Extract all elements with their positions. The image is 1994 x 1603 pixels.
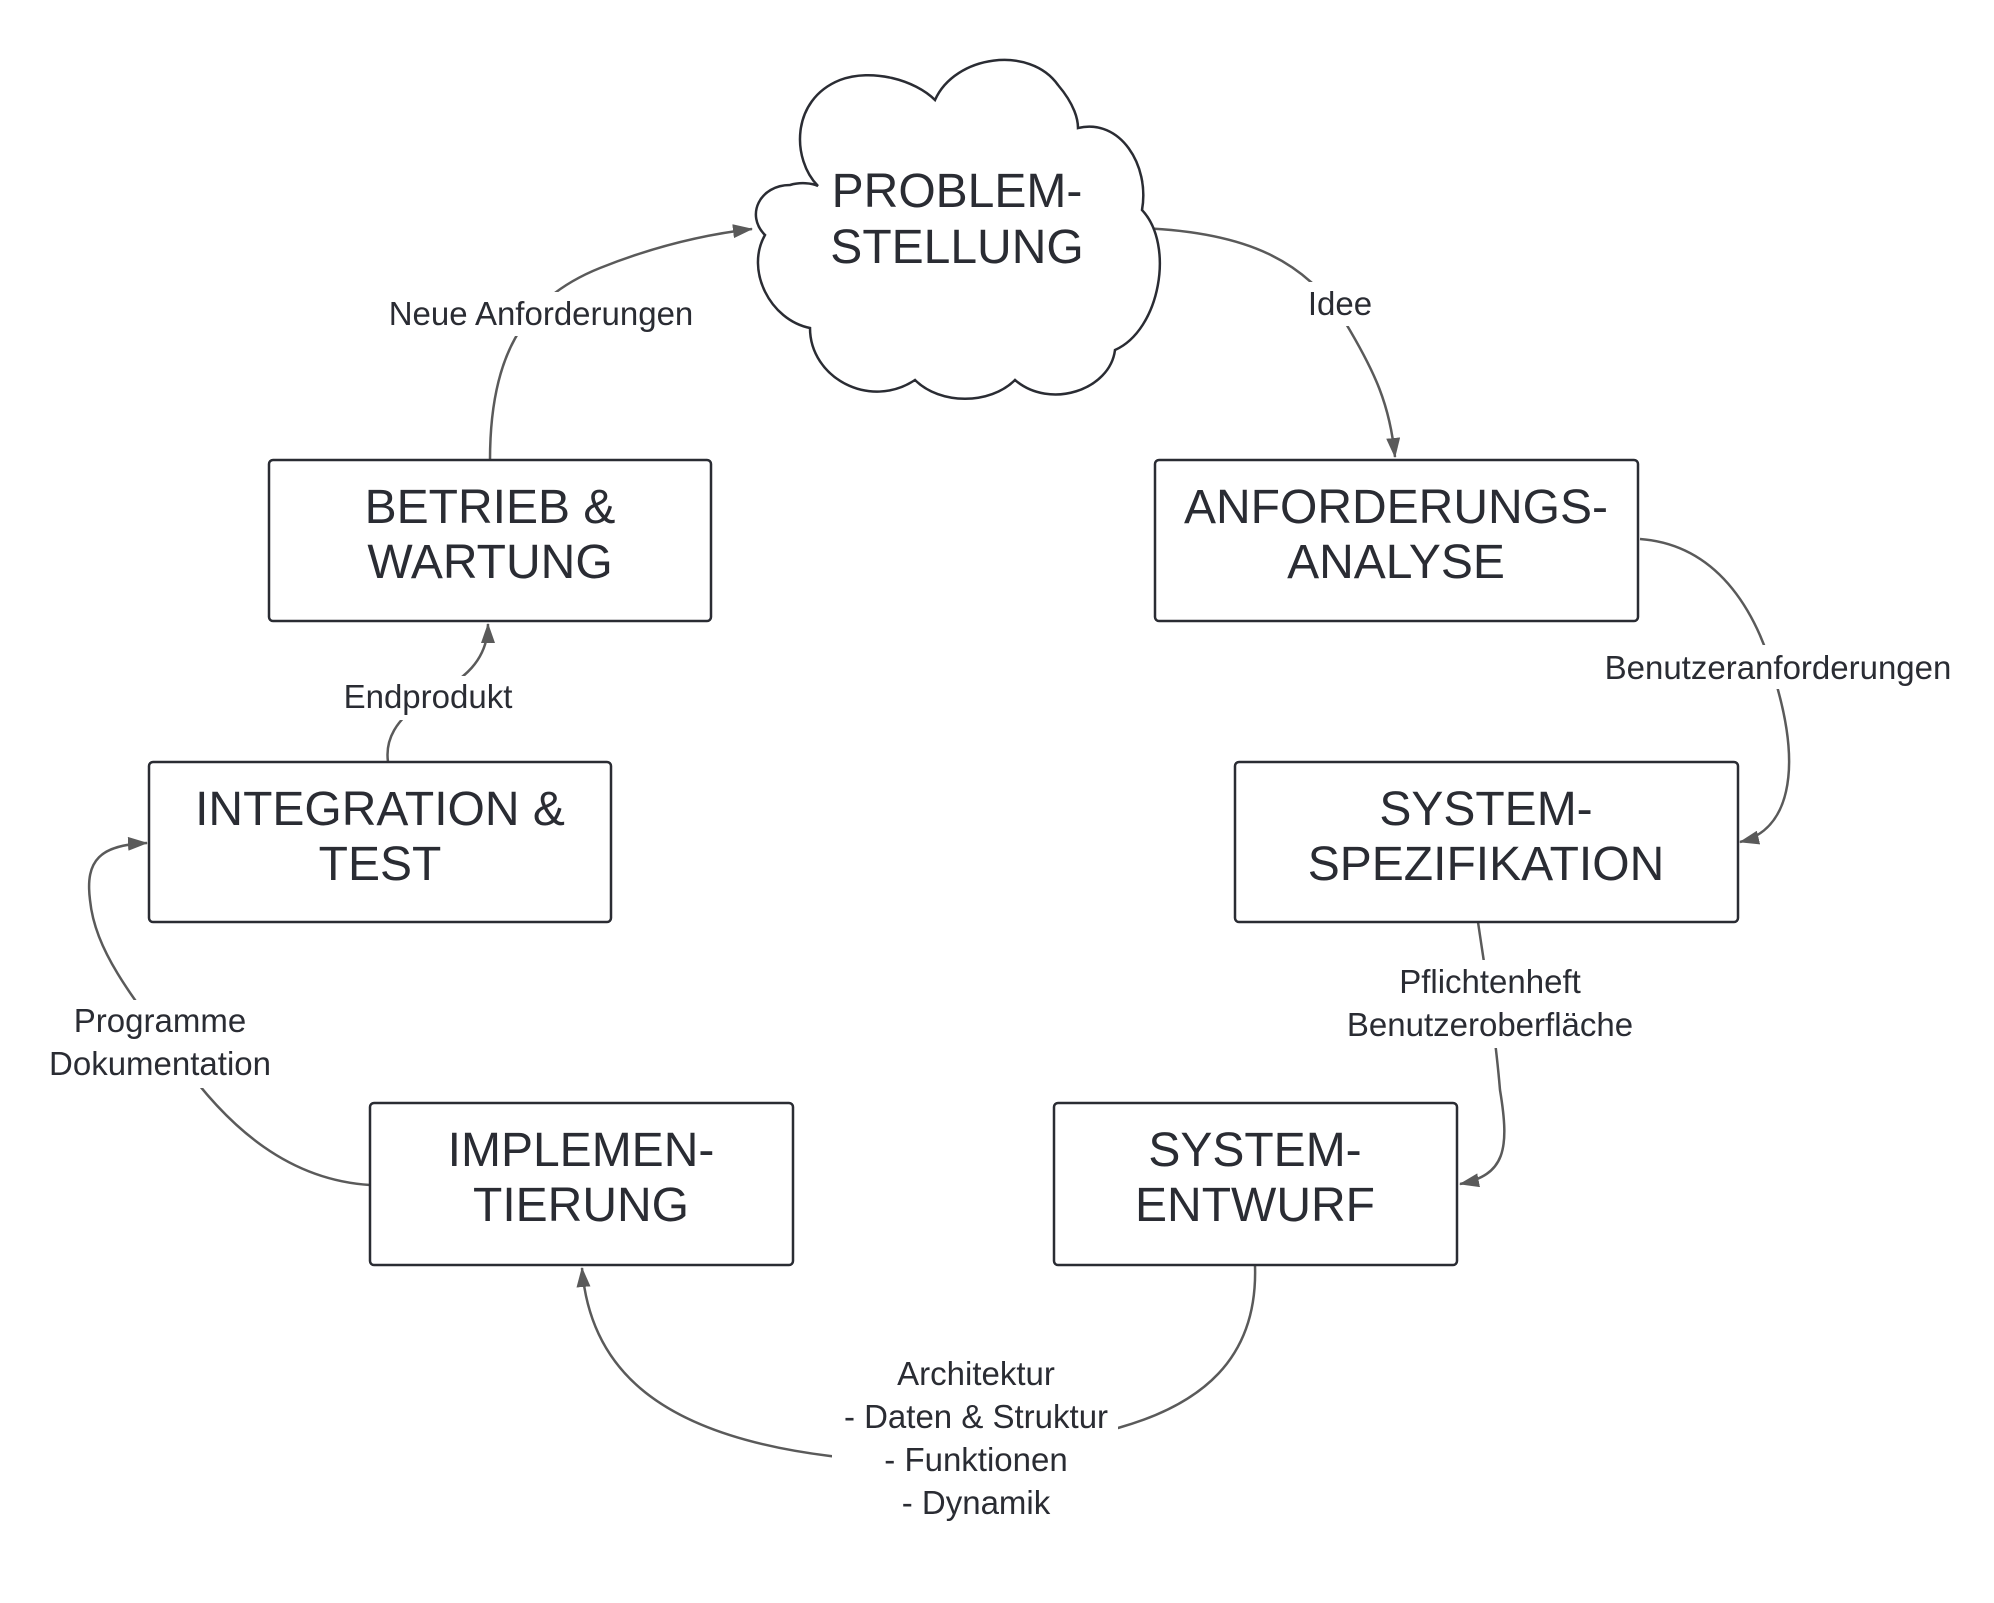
node-anforderungsanalyse-line1: ANFORDERUNGS-	[1184, 481, 1608, 534]
node-integration-test-line2: TEST	[319, 838, 442, 891]
node-systementwurf: SYSTEM- ENTWURF	[1052, 1101, 1459, 1267]
node-implementierung-line2: TIERUNG	[473, 1179, 689, 1232]
node-systemspezifikation-line2: SPEZIFIKATION	[1308, 838, 1664, 891]
node-systementwurf-line2: ENTWURF	[1135, 1179, 1375, 1232]
node-integration-test-box	[147, 760, 613, 924]
node-systemspezifikation: SYSTEM- SPEZIFIKATION	[1233, 760, 1740, 924]
edge-label-neue-anforderungen-line1: Neue Anforderungen	[389, 295, 694, 332]
edge-label-programme-line1: Programme	[74, 1002, 246, 1039]
edge-idee	[1139, 226, 1401, 458]
node-problemstellung: PROBLEM- STELLUNG	[754, 58, 1162, 400]
node-systemspezifikation-line1: SYSTEM-	[1379, 783, 1592, 836]
edge-label-programme-line2: Dokumentation	[49, 1045, 271, 1082]
edge-label-architektur-line4: - Dynamik	[902, 1484, 1051, 1521]
edge-label-pflichtenheft: Pflichtenheft Benutzeroberfläche	[1330, 960, 1650, 1048]
edge-label-benutzeranforderungen: Benutzeranforderungen	[1590, 645, 1968, 689]
edge-label-programme: Programme Dokumentation	[40, 1000, 280, 1088]
node-anforderungsanalyse-line2: ANALYSE	[1287, 536, 1505, 589]
edge-label-architektur-line2: - Daten & Struktur	[844, 1398, 1108, 1435]
edge-label-neue-anforderungen: Neue Anforderungen	[372, 292, 712, 336]
edge-label-benutzeranforderungen-line1: Benutzeranforderungen	[1605, 649, 1952, 686]
node-systementwurf-line1: SYSTEM-	[1148, 1124, 1361, 1177]
node-integration-test-line1: INTEGRATION &	[195, 783, 565, 836]
edge-benutzeranforderungen	[1639, 537, 1791, 845]
node-betrieb-wartung: BETRIEB & WARTUNG	[267, 458, 713, 623]
edge-label-idee-line1: Idee	[1308, 285, 1372, 322]
node-systemspezifikation-box	[1233, 760, 1740, 924]
edge-label-architektur-line3: - Funktionen	[884, 1441, 1067, 1478]
edge-neue-anforderungen	[488, 224, 753, 461]
node-anforderungsanalyse-box	[1153, 458, 1640, 623]
node-integration-test: INTEGRATION & TEST	[147, 760, 613, 924]
node-problemstellung-line1: PROBLEM-	[832, 165, 1083, 218]
edge-label-architektur-line1: Architektur	[897, 1355, 1055, 1392]
edge-label-endprodukt-line1: Endprodukt	[344, 678, 513, 715]
node-betrieb-wartung-line1: BETRIEB &	[365, 481, 616, 534]
node-betrieb-wartung-line2: WARTUNG	[367, 536, 612, 589]
edge-label-pflichtenheft-line2: Benutzeroberfläche	[1347, 1006, 1633, 1043]
edge-label-endprodukt: Endprodukt	[330, 676, 526, 720]
node-implementierung-line1: IMPLEMEN-	[448, 1124, 715, 1177]
node-anforderungsanalyse: ANFORDERUNGS- ANALYSE	[1153, 458, 1640, 623]
node-problemstellung-line2: STELLUNG	[830, 221, 1083, 274]
node-implementierung-box	[368, 1101, 795, 1267]
node-implementierung: IMPLEMEN- TIERUNG	[368, 1101, 795, 1267]
edge-label-architektur: Architektur - Daten & Struktur - Funktio…	[832, 1350, 1118, 1530]
node-betrieb-wartung-box	[267, 458, 713, 623]
node-systementwurf-box	[1052, 1101, 1459, 1267]
edge-label-idee: Idee	[1298, 282, 1384, 326]
edge-label-pflichtenheft-line1: Pflichtenheft	[1399, 963, 1581, 1000]
cloud-shape	[754, 58, 1162, 400]
